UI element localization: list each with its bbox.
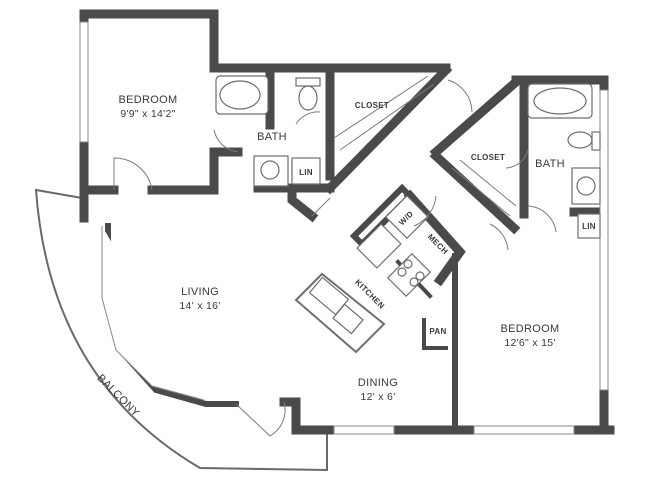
balcony-outline xyxy=(34,188,328,472)
living-dims: 14' x 16' xyxy=(179,300,220,312)
bedroom-right-dims: 12'6" x 15' xyxy=(504,337,555,349)
closet-right-name: CLOSET xyxy=(471,153,505,162)
lin-right-name: LIN xyxy=(582,222,596,231)
dining-name: DINING xyxy=(358,377,398,389)
lin-left-name: LIN xyxy=(299,168,313,177)
walls xyxy=(79,9,615,435)
windows xyxy=(79,21,609,435)
bath-left-name: BATH xyxy=(257,131,287,143)
closet-left-name: CLOSET xyxy=(355,101,389,110)
bedroom-left-dims: 9'9" x 14'2" xyxy=(120,108,175,120)
bedroom-right-name: BEDROOM xyxy=(501,323,560,335)
pan-name: PAN xyxy=(429,327,446,336)
fixtures xyxy=(215,75,601,354)
balcony-name: BALCONY xyxy=(95,372,142,419)
dining-dims: 12' x 6' xyxy=(360,391,395,403)
bedroom-left-name: BEDROOM xyxy=(119,94,178,106)
door-swings xyxy=(113,79,557,437)
bath-right-name: BATH xyxy=(535,158,565,170)
living-name: LIVING xyxy=(181,286,219,298)
